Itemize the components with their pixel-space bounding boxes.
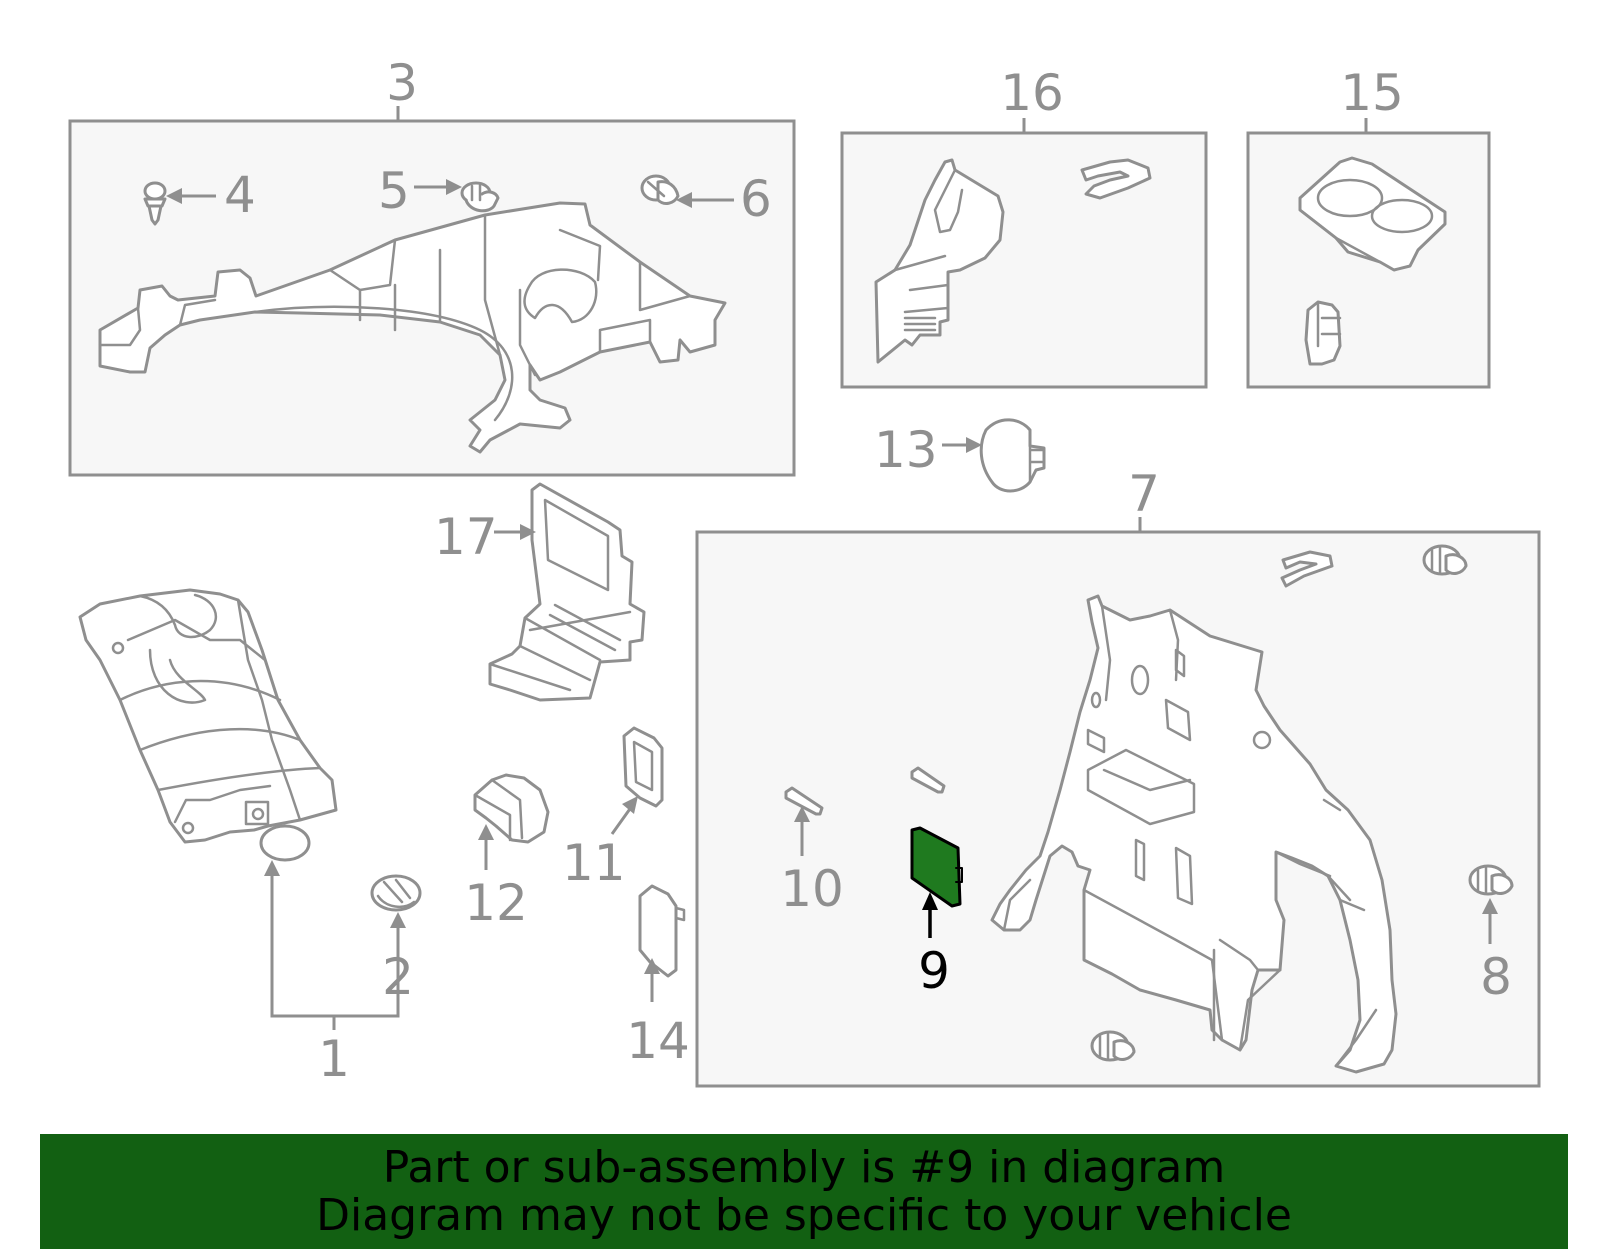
- part-13-cap: [979, 418, 1046, 493]
- part-5-clip: [460, 181, 500, 213]
- part-7-retainer-top: [1422, 544, 1468, 576]
- banner-line-2: Diagram may not be specific to your vehi…: [316, 1190, 1292, 1241]
- callout-6: 6: [740, 170, 772, 228]
- callout-2: 2: [382, 948, 414, 1006]
- part-15-cup-holder: [1298, 156, 1447, 272]
- callout-1: 1: [318, 1030, 350, 1088]
- info-banner: Part or sub-assembly is #9 in diagram Di…: [40, 1134, 1568, 1249]
- part-15-bracket: [1304, 300, 1342, 366]
- part-6-clip: [640, 174, 680, 205]
- part-16-clip: [1080, 158, 1152, 200]
- part-16-trim-panel: [874, 158, 1005, 364]
- banner-line-1: Part or sub-assembly is #9 in diagram: [382, 1142, 1226, 1193]
- part-12-clip: [473, 773, 550, 844]
- callout-8: 8: [1480, 948, 1512, 1006]
- callout-15: 15: [1340, 64, 1404, 122]
- callout-17: 17: [434, 508, 498, 566]
- part-7-inner-panel: [990, 594, 1398, 1074]
- callout-7: 7: [1128, 465, 1160, 523]
- part-1-quarter-trim: [78, 588, 338, 862]
- part-9-highlighted-pad[interactable]: [910, 826, 963, 908]
- part-4-push-pin: [143, 181, 167, 226]
- callout-4: 4: [224, 166, 256, 224]
- part-7-strip: [910, 766, 946, 794]
- callout-13: 13: [874, 421, 938, 479]
- callout-14: 14: [626, 1012, 690, 1070]
- callout-16: 16: [1000, 64, 1064, 122]
- callout-11: 11: [562, 834, 626, 892]
- callout-12: 12: [464, 874, 528, 932]
- callout-10: 10: [780, 860, 844, 918]
- part-14-cover: [638, 884, 686, 978]
- part-2-clip: [370, 874, 422, 912]
- callout-3: 3: [386, 54, 418, 112]
- part-8-retainer: [1468, 864, 1514, 896]
- part-7-retainer-bottom: [1090, 1030, 1136, 1062]
- part-3-upper-trim: [98, 201, 727, 454]
- part-7-clip-top: [1280, 550, 1334, 588]
- group-box-16: [840, 131, 1208, 389]
- part-17-bracket: [488, 482, 646, 702]
- part-11-pad: [622, 726, 664, 808]
- callout-5: 5: [378, 162, 410, 220]
- callout-9: 9: [918, 942, 950, 1000]
- part-10-strip: [784, 786, 824, 816]
